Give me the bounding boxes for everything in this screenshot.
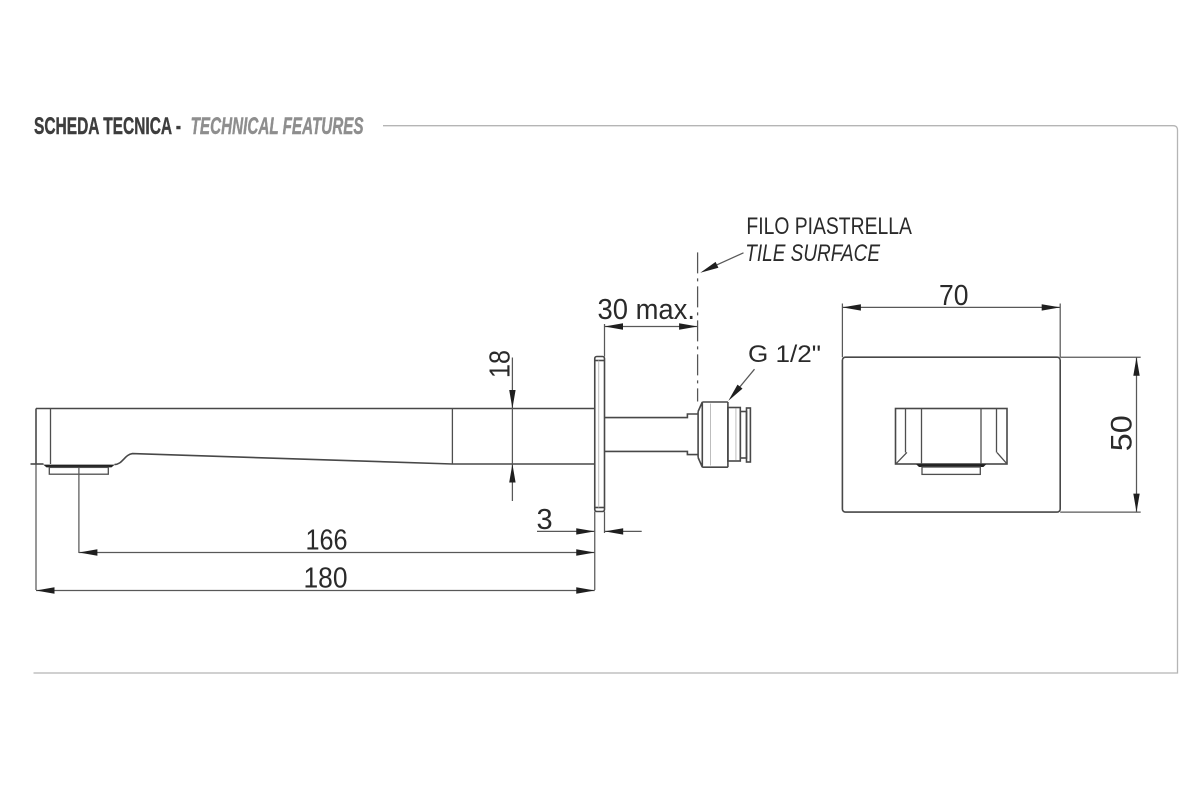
svg-text:SCHEDA TECNICA -: SCHEDA TECNICA - xyxy=(34,113,181,140)
svg-text:70: 70 xyxy=(939,280,969,312)
svg-text:G 1/2": G 1/2" xyxy=(748,341,821,368)
svg-text:TECHNICAL FEATURES: TECHNICAL FEATURES xyxy=(191,113,364,140)
svg-text:166: 166 xyxy=(306,525,348,557)
svg-text:TILE SURFACE: TILE SURFACE xyxy=(745,240,880,267)
svg-text:18: 18 xyxy=(485,350,517,378)
svg-text:3: 3 xyxy=(537,504,553,536)
svg-text:50: 50 xyxy=(1105,415,1138,451)
svg-text:30 max.: 30 max. xyxy=(598,294,696,326)
svg-text:FILO PIASTRELLA: FILO PIASTRELLA xyxy=(746,213,912,240)
svg-text:180: 180 xyxy=(304,563,348,595)
